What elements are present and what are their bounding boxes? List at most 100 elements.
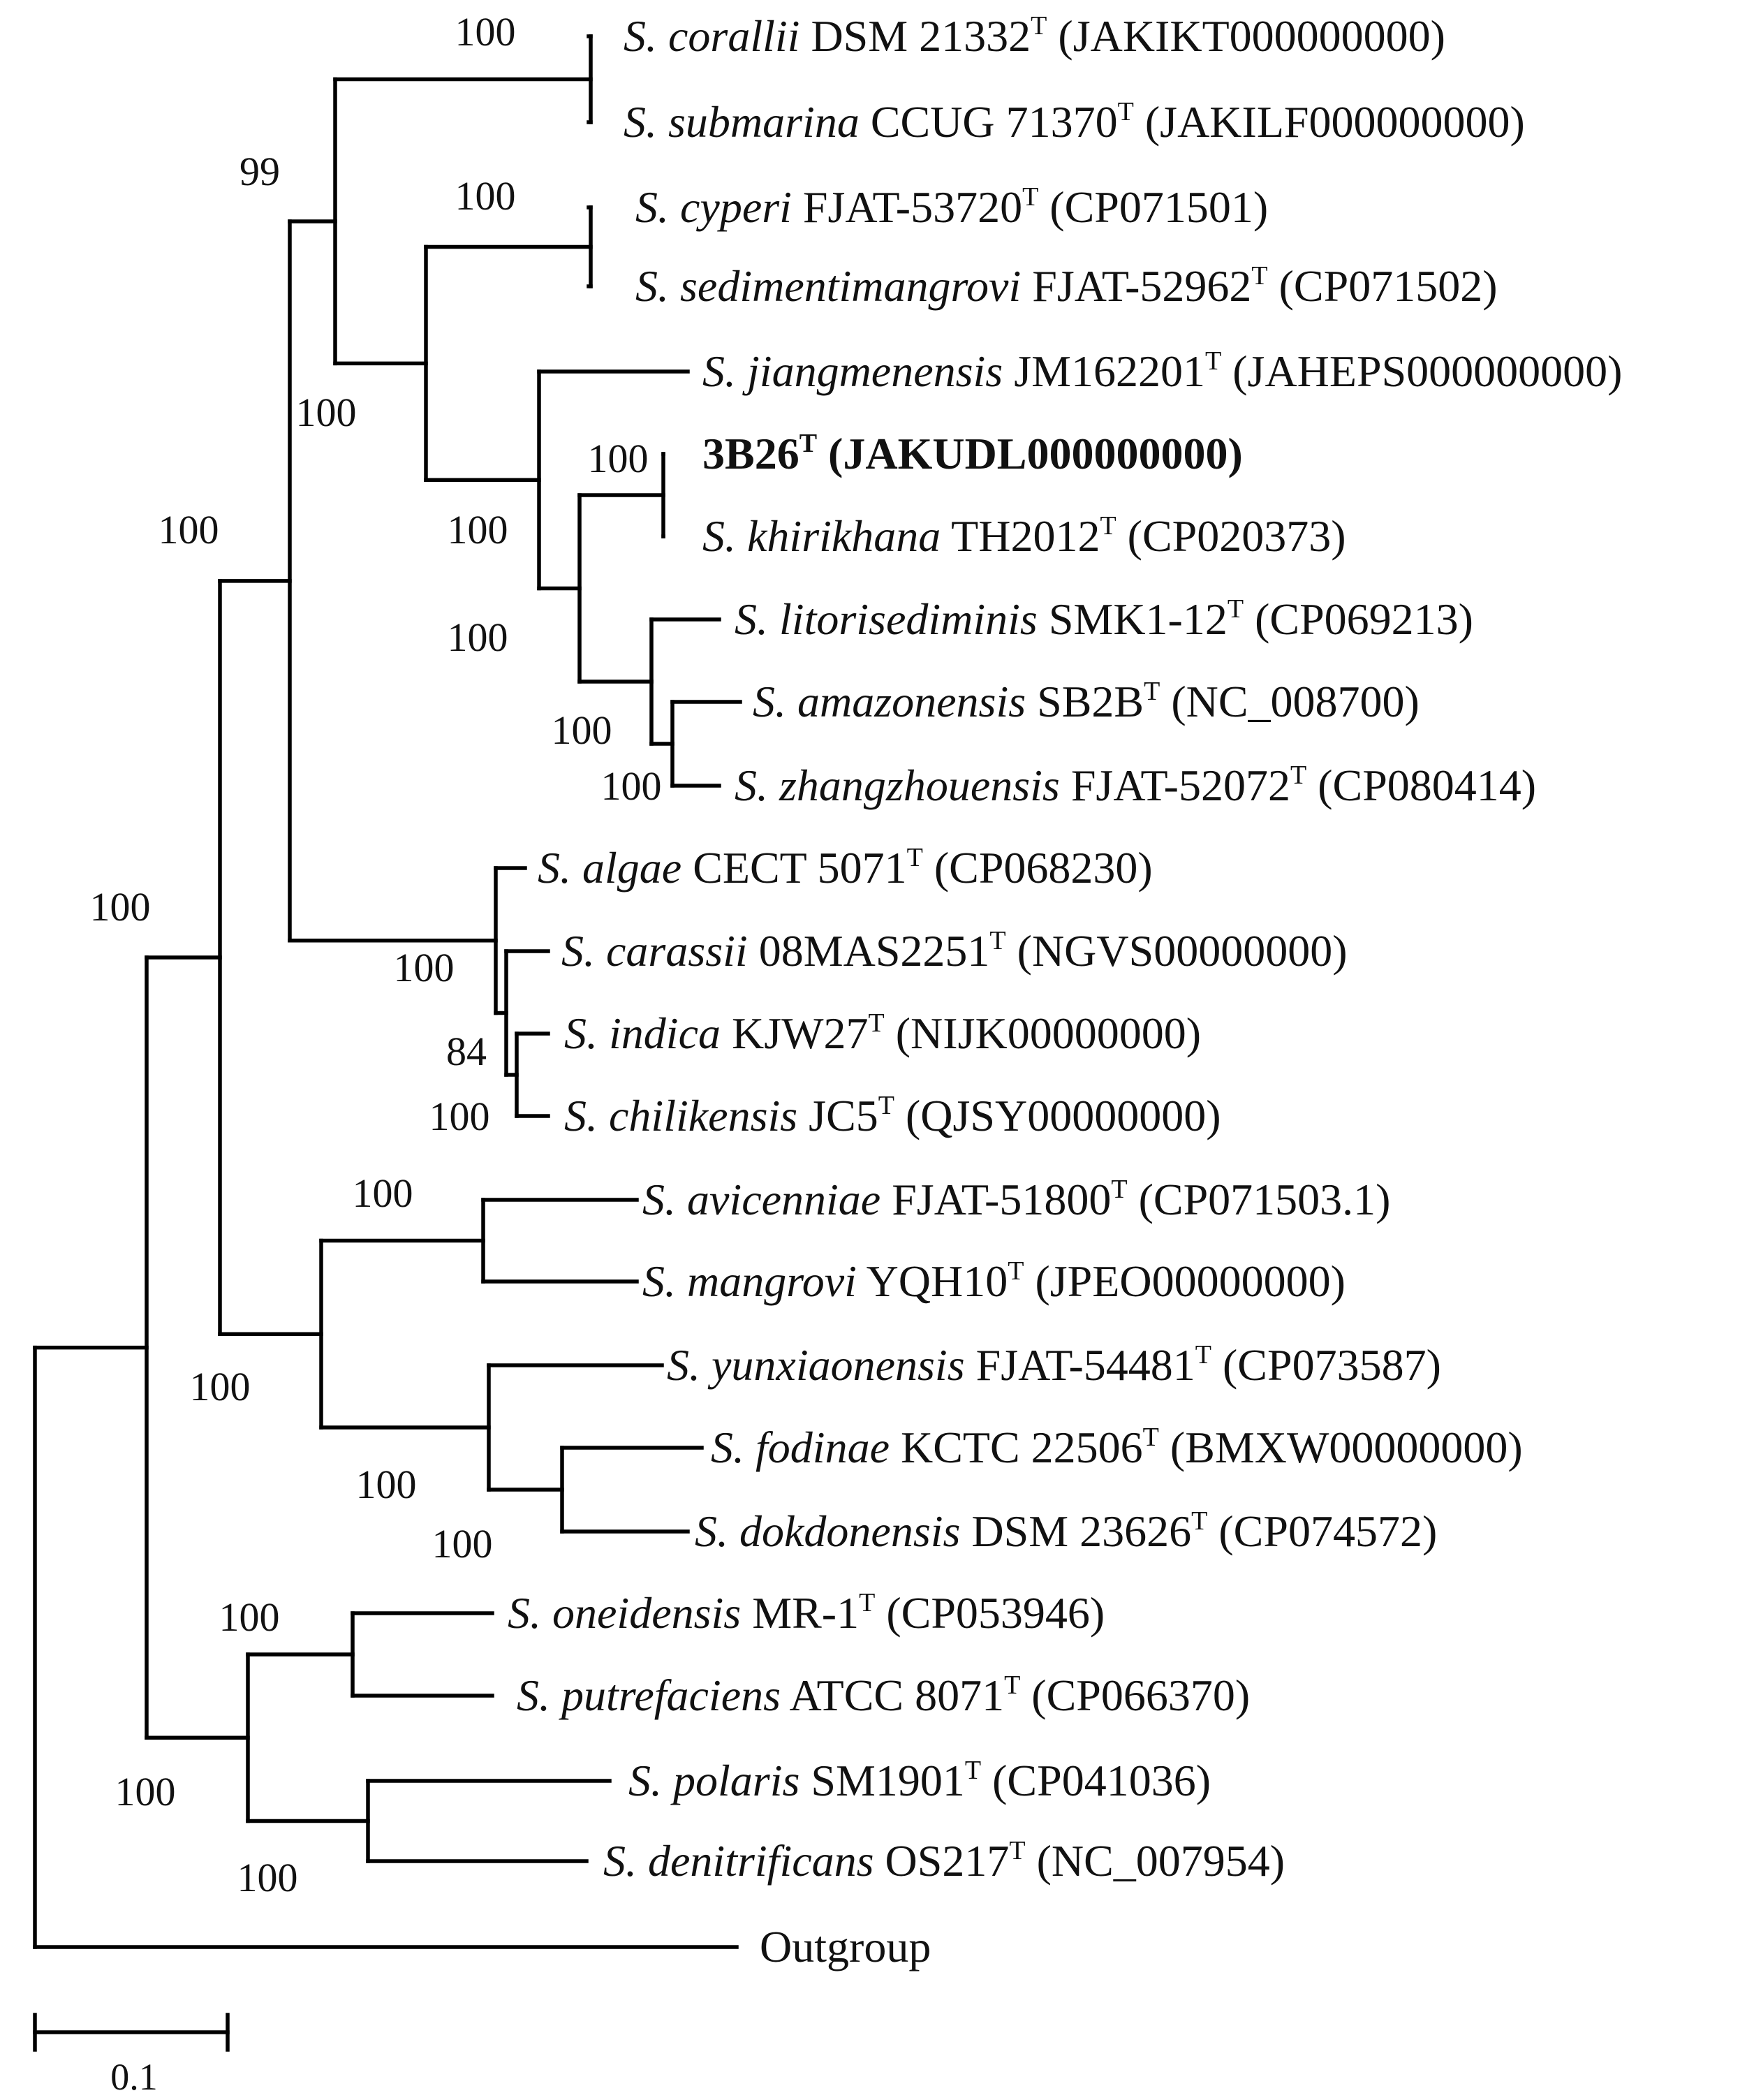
leaf-strain-fodinae: KCTC 22506 xyxy=(890,1423,1143,1472)
leaf-species-indica: S. indica xyxy=(564,1008,721,1058)
leaf-strain-carassii: 08MAS2251 xyxy=(748,926,990,976)
leaf-label-carassii: S. carassii 08MAS2251T (NGVS00000000) xyxy=(561,926,1348,976)
bootstrap-corallii-submarina: 100 xyxy=(455,9,516,54)
leaf-accession-avicenniae: (CP071503.1) xyxy=(1128,1175,1391,1224)
bootstrap-oneidensis-putrefaciens: 100 xyxy=(219,1594,280,1640)
bootstrap-amazonensis-clade: 100 xyxy=(552,707,612,753)
leaf-species-dokdonensis: S. dokdonensis xyxy=(695,1506,960,1556)
leaf-accession-oneidensis: (CP053946) xyxy=(875,1588,1105,1638)
leaf-type-mark-oneidensis: T xyxy=(859,1588,875,1617)
leaf-species-oneidensis: S. oneidensis xyxy=(508,1588,741,1638)
leaf-accession-indica: (NIJK00000000) xyxy=(885,1008,1201,1058)
leaf-species-fodinae: S. fodinae xyxy=(711,1423,890,1472)
leaf-species-khirikhana: S. khirikhana xyxy=(702,511,941,561)
leaf-species-carassii: S. carassii xyxy=(561,926,748,976)
leaf-accession-putrefaciens: (CP066370) xyxy=(1020,1671,1250,1720)
leaf-species-litorisediminis: S. litorisediminis xyxy=(735,594,1038,644)
bootstrap-deep-shallow: 100 xyxy=(296,390,357,435)
leaf-type-mark-corallii: T xyxy=(1031,11,1047,41)
leaf-label-amazonensis: S. amazonensis SB2BT (NC_008700) xyxy=(753,677,1420,726)
bootstrap-polaris-denitrificans: 100 xyxy=(237,1855,298,1900)
bootstrap-mid-root: 100 xyxy=(159,507,219,552)
bootstrap-shallow-group: 99 xyxy=(239,149,280,194)
leaf-species-submarina: S. submarina xyxy=(624,97,860,147)
leaf-accession-sedimentimangrovi: (CP071502) xyxy=(1268,261,1498,311)
leaf-accession-submarina: (JAKILF000000000) xyxy=(1134,97,1525,147)
leaf-accession-khirikhana: (CP020373) xyxy=(1116,511,1346,561)
leaf-type-mark-mangrovi: T xyxy=(1008,1256,1024,1286)
leaf-type-mark-zhangzhouensis: T xyxy=(1290,761,1306,790)
leaf-type-mark-fodinae: T xyxy=(1143,1423,1159,1452)
leaf-species-zhangzhouensis: S. zhangzhouensis xyxy=(735,761,1060,810)
bootstrap-khirikhana-clade: 100 xyxy=(448,615,508,660)
leaf-label-avicenniae: S. avicenniae FJAT-51800T (CP071503.1) xyxy=(642,1175,1390,1224)
leaf-strain-oneidensis: MR-1 xyxy=(741,1588,859,1638)
bootstrap-indica-chilikensis: 100 xyxy=(429,1094,490,1139)
leaf-accession-corallii: (JAKIKT000000000) xyxy=(1047,11,1445,61)
leaf-label-corallii: S. corallii DSM 21332T (JAKIKT000000000) xyxy=(624,11,1445,61)
leaf-species-denitrificans: S. denitrificans xyxy=(603,1836,874,1886)
leaf-accession-chilikensis: (QJSY00000000) xyxy=(894,1091,1221,1140)
leaf-strain-algae: CECT 5071 xyxy=(681,843,906,893)
leaf-species-jiangmenensis: S. jiangmenensis xyxy=(702,346,1003,396)
leaf-type-mark-carassii: T xyxy=(989,926,1005,955)
leaf-strain-polaris: SM1901 xyxy=(799,1756,965,1805)
leaf-strain-3b26: 3B26 xyxy=(702,429,799,478)
leaf-strain-dokdonensis: DSM 23626 xyxy=(960,1506,1191,1556)
leaf-accession-litorisediminis: (CP069213) xyxy=(1244,594,1473,644)
leaf-type-mark-amazonensis: T xyxy=(1144,677,1160,706)
leaf-label-submarina: S. submarina CCUG 71370T (JAKILF00000000… xyxy=(624,97,1525,147)
leaf-type-mark-khirikhana: T xyxy=(1100,511,1116,541)
leaf-accession-3b26: (JAKUDL000000000) xyxy=(817,429,1243,478)
leaf-strain-sedimentimangrovi: FJAT-52962 xyxy=(1021,261,1251,311)
leaf-species-polaris: S. polaris xyxy=(628,1756,799,1805)
tree-branches xyxy=(33,34,742,1949)
leaf-accession-polaris: (CP041036) xyxy=(981,1756,1211,1805)
leaf-species-algae: S. algae xyxy=(538,843,681,893)
leaf-label-jiangmenensis: S. jiangmenensis JM162201T (JAHEPS000000… xyxy=(702,346,1622,396)
leaf-type-mark-avicenniae: T xyxy=(1111,1175,1127,1204)
leaf-label-cyperi: S. cyperi FJAT-53720T (CP071501) xyxy=(635,182,1268,232)
leaf-strain-putrefaciens: ATCC 8071 xyxy=(781,1671,1004,1720)
leaf-accession-carassii: (NGVS00000000) xyxy=(1006,926,1348,976)
leaf-accession-algae: (CP068230) xyxy=(923,843,1153,893)
leaf-label-indica: S. indica KJW27T (NIJK00000000) xyxy=(564,1008,1201,1058)
leaf-species-putrefaciens: S. putrefaciens xyxy=(517,1671,781,1720)
leaf-label-chilikensis: S. chilikensis JC5T (QJSY00000000) xyxy=(564,1091,1221,1140)
leaf-species-avicenniae: S. avicenniae xyxy=(642,1175,880,1224)
leaf-strain-chilikensis: JC5 xyxy=(797,1091,878,1140)
tree-leaf-labels: S. corallii DSM 21332T (JAKIKT000000000)… xyxy=(508,11,1622,1971)
scale-bar-label: 0.1 xyxy=(110,2056,158,2098)
leaf-type-mark-sedimentimangrovi: T xyxy=(1251,261,1267,291)
bootstrap-avicenniae-clade: 100 xyxy=(190,1364,251,1409)
leaf-species-cyperi: S. cyperi xyxy=(635,182,792,232)
leaf-strain-indica: KJW27 xyxy=(721,1008,869,1058)
leaf-species-amazonensis: S. amazonensis xyxy=(753,677,1026,726)
leaf-type-mark-yunxiaonensis: T xyxy=(1195,1340,1211,1370)
leaf-type-mark-denitrificans: T xyxy=(1009,1836,1025,1865)
leaf-species-yunxiaonensis: S. yunxiaonensis xyxy=(667,1340,965,1390)
leaf-type-mark-putrefaciens: T xyxy=(1004,1671,1020,1700)
leaf-strain-khirikhana: TH2012 xyxy=(941,511,1100,561)
leaf-label-3b26: 3B26T (JAKUDL000000000) xyxy=(702,429,1243,478)
leaf-type-mark-algae: T xyxy=(907,843,923,872)
bootstrap-jiangmenensis-clade: 100 xyxy=(448,507,508,552)
leaf-strain-avicenniae: FJAT-51800 xyxy=(880,1175,1111,1224)
bootstrap-lower-ingroup: 100 xyxy=(115,1769,176,1814)
leaf-strain-jiangmenensis: JM162201 xyxy=(1003,346,1205,396)
leaf-accession-zhangzhouensis: (CP080414) xyxy=(1306,761,1536,810)
leaf-label-litorisediminis: S. litorisediminis SMK1-12T (CP069213) xyxy=(735,594,1473,644)
leaf-species-mangrovi: S. mangrovi xyxy=(642,1256,857,1306)
leaf-accession-yunxiaonensis: (CP073587) xyxy=(1211,1340,1441,1390)
leaf-accession-fodinae: (BMXW00000000) xyxy=(1159,1423,1523,1472)
leaf-species-chilikensis: S. chilikensis xyxy=(564,1091,797,1140)
leaf-strain-submarina: CCUG 71370 xyxy=(860,97,1118,147)
bootstrap-amazonensis-zhangzhouensis: 100 xyxy=(601,763,662,809)
leaf-strain-outgroup: Outgroup xyxy=(760,1922,931,1971)
leaf-type-mark-chilikensis: T xyxy=(878,1091,894,1120)
leaf-type-mark-litorisediminis: T xyxy=(1228,594,1244,624)
bootstrap-labels: 1009910010010010010010010010010084100100… xyxy=(90,9,662,1900)
leaf-strain-zhangzhouensis: FJAT-52072 xyxy=(1060,761,1290,810)
leaf-strain-corallii: DSM 21332 xyxy=(799,11,1031,61)
